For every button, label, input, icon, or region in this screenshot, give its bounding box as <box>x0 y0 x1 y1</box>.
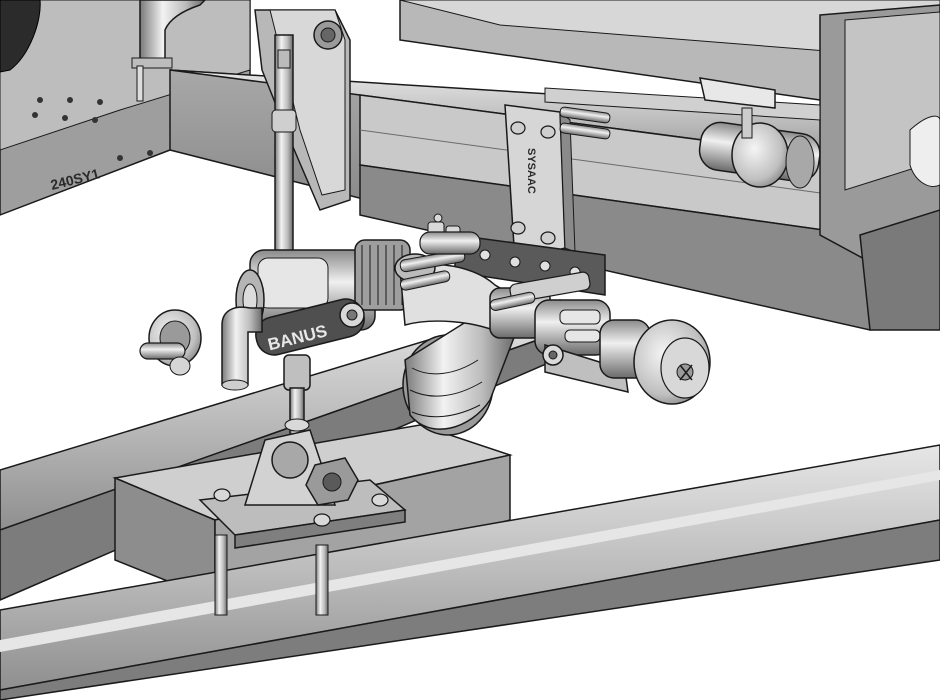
pump-body: BANUS <box>235 239 411 356</box>
upper-right-frame <box>399 0 940 331</box>
loose-plug <box>139 309 202 376</box>
bracket-marking: SYSAAC <box>525 148 537 194</box>
mounting-bracket: SYSAAC <box>454 104 611 296</box>
link-arm-rod <box>271 34 297 266</box>
camlock-cap <box>633 319 711 405</box>
ball-valve-upper <box>698 77 821 189</box>
lower-right-rail <box>0 444 940 700</box>
top-pipe-elbow <box>131 0 207 102</box>
upper-frame-plate: 240SY1 <box>0 0 251 216</box>
clevis-mount <box>198 429 407 616</box>
hose-end <box>0 0 41 73</box>
pump-inlet-elbow <box>221 306 263 391</box>
